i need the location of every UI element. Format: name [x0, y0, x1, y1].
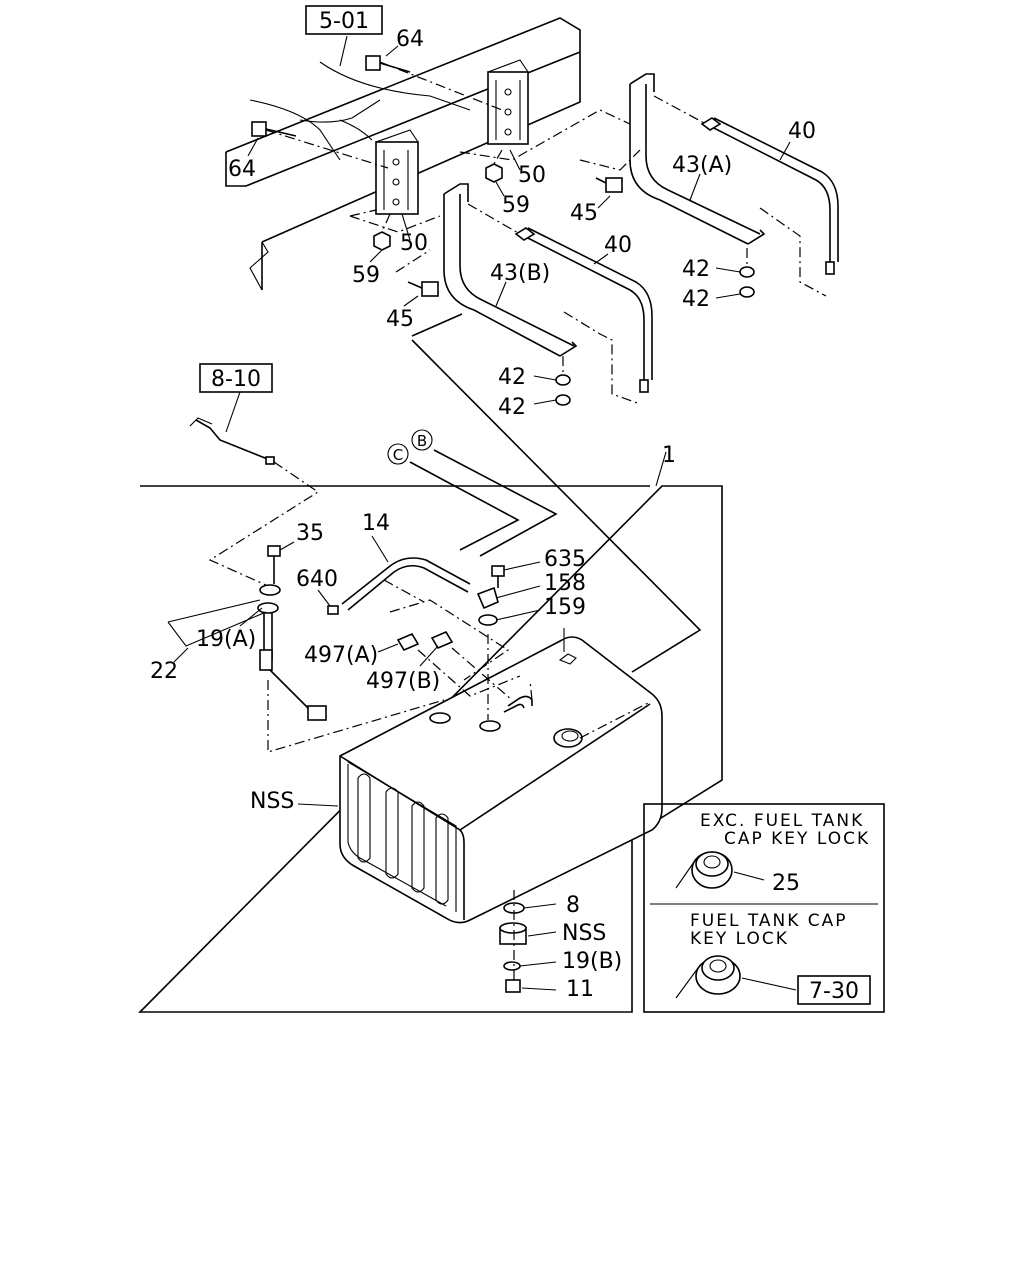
callout-19a: 19(A) — [196, 627, 256, 652]
bolt-45-left — [407, 281, 439, 297]
callout-159: 159 — [544, 595, 586, 620]
ref-label-sender-harness: 8-10 — [211, 367, 261, 392]
callout-64-left: 64 — [228, 157, 256, 182]
drain-plug-nss — [499, 922, 527, 945]
ref-label-frame: 5-01 — [319, 9, 369, 34]
bolt-64-left — [251, 121, 297, 137]
leader-lines — [173, 35, 797, 991]
sender-harness — [189, 417, 320, 587]
callout-nss-drain: NSS — [562, 921, 606, 946]
ref-box-frame[interactable]: 5-01 — [305, 5, 383, 35]
ref-box-cap[interactable]: 7-30 — [797, 975, 871, 1005]
frame-bracket-left — [375, 129, 419, 215]
callout-42-right-lower: 42 — [682, 287, 710, 312]
screw-635 — [491, 565, 505, 588]
callouts: 64 64 50 50 59 59 45 45 40 40 43(A) 43(B… — [150, 27, 816, 1002]
callout-40-right: 40 — [788, 119, 816, 144]
callout-45-left: 45 — [386, 307, 414, 332]
ref-box-sender-harness[interactable]: 8-10 — [199, 363, 273, 393]
joint-497a — [396, 632, 420, 652]
assembly-lines-tank — [389, 599, 651, 739]
callout-nss-tank: NSS — [250, 789, 294, 814]
callout-43b: 43(B) — [490, 261, 550, 286]
nut-59-right — [485, 163, 503, 183]
callout-11: 11 — [566, 977, 594, 1002]
screw-35 — [267, 545, 281, 584]
callout-35: 35 — [296, 521, 324, 546]
callout-59-left: 59 — [352, 263, 380, 288]
assembly-lines-upper — [265, 61, 827, 405]
cap-leader-lines — [675, 861, 699, 999]
callout-22: 22 — [150, 659, 178, 684]
cap-158 — [476, 586, 499, 610]
callout-40-left: 40 — [604, 233, 632, 258]
gasket-19b — [503, 961, 521, 971]
callout-42-left-upper: 42 — [498, 365, 526, 390]
plug-11 — [505, 979, 521, 993]
nut-59-left — [373, 231, 391, 251]
callout-14: 14 — [362, 511, 390, 536]
breather-lines — [409, 313, 702, 673]
bolt-64-top — [365, 55, 411, 73]
cap-option-notes: EXC. FUEL TANK CAP KEY LOCK FUEL TANK CA… — [690, 811, 870, 949]
nut-42-right-lower — [739, 286, 755, 298]
callout-497b: 497(B) — [366, 669, 440, 694]
gauge-unit-19a — [167, 584, 445, 753]
callout-circle-b: B — [417, 432, 427, 450]
circle-b-marker — [411, 429, 433, 451]
callout-158: 158 — [544, 571, 586, 596]
callout-1: 1 — [662, 443, 676, 468]
nut-42-left-upper — [555, 374, 571, 386]
hanger-43b — [443, 183, 578, 357]
hose-14 — [341, 557, 471, 611]
gasket-159 — [478, 614, 498, 626]
callout-640: 640 — [296, 567, 338, 592]
note-key-line2: KEY LOCK — [690, 929, 789, 949]
callout-42-left-lower: 42 — [498, 395, 526, 420]
nut-42-right-upper — [739, 266, 755, 278]
band-40-right — [700, 117, 839, 275]
band-40-left — [514, 227, 653, 393]
callout-50-left: 50 — [400, 231, 428, 256]
clip-640 — [327, 605, 339, 615]
frame-bracket-right — [487, 59, 529, 145]
callout-45-right: 45 — [570, 201, 598, 226]
callout-25: 25 — [772, 871, 800, 896]
nut-42-left-lower — [555, 394, 571, 406]
note-exc-line2: CAP KEY LOCK — [724, 829, 870, 849]
fuel-cap-key-lock — [695, 955, 741, 995]
fuel-cap-standard — [691, 851, 733, 889]
circle-c-marker — [387, 443, 409, 465]
callout-43a: 43(A) — [672, 153, 732, 178]
callout-42-right-upper: 42 — [682, 257, 710, 282]
callout-59-right: 59 — [502, 193, 530, 218]
fuel-tank-body — [339, 628, 663, 924]
callout-635: 635 — [544, 547, 586, 572]
callout-497a: 497(A) — [304, 643, 378, 668]
ref-label-cap: 7-30 — [809, 979, 859, 1004]
callout-circle-c: C — [393, 446, 403, 464]
callout-64-top: 64 — [396, 27, 424, 52]
callout-50-right: 50 — [518, 163, 546, 188]
callout-19b: 19(B) — [562, 949, 622, 974]
bolt-45-right — [595, 177, 623, 193]
note-key-line1: FUEL TANK CAP — [690, 911, 848, 931]
note-exc-line1: EXC. FUEL TANK — [700, 811, 864, 831]
callout-8: 8 — [566, 893, 580, 918]
joint-497b — [430, 630, 454, 650]
cap-option-box — [643, 803, 885, 1013]
